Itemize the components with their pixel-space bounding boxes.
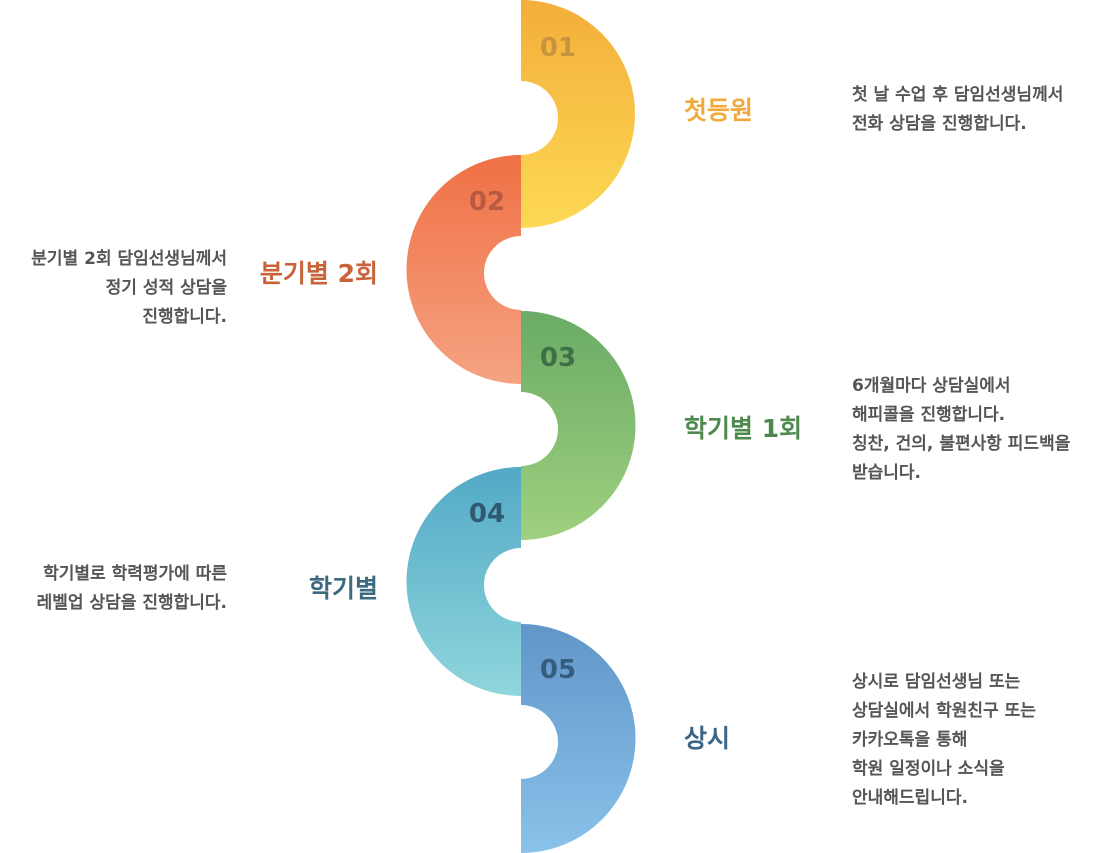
desc-line: 학기별로 학력평가에 따른 (43, 564, 227, 584)
step-desc-01: 첫 날 수업 후 담임선생님께서 전화 상담을 진행합니다. (852, 81, 1063, 139)
desc-line: 칭찬, 건의, 불편사항 피드백을 (852, 434, 1071, 454)
step-title-03: 학기별 1회 (684, 414, 803, 443)
step-number-04: 04 (469, 499, 505, 529)
desc-line: 전화 상담을 진행합니다. (852, 114, 1027, 134)
segment-01 (521, 0, 635, 228)
step-desc-04: 학기별로 학력평가에 따른 레벨업 상담을 진행합니다. (37, 560, 227, 618)
desc-line: 6개월마다 상담실에서 (852, 376, 1011, 396)
desc-line: 상시로 담임선생님 또는 (852, 672, 1021, 692)
step-number-03: 03 (540, 343, 576, 373)
desc-line: 안내해드립니다. (852, 788, 968, 808)
step-title-02: 분기별 2회 (259, 259, 378, 288)
desc-line: 해피콜을 진행합니다. (852, 405, 1006, 425)
segment-05 (521, 624, 636, 853)
desc-line: 상담실에서 학원친구 또는 (852, 701, 1036, 721)
desc-line: 진행합니다. (142, 307, 227, 327)
desc-line: 첫 날 수업 후 담임선생님께서 (852, 85, 1064, 105)
desc-line: 분기별 2회 담임선생님께서 (31, 249, 227, 269)
segment-02 (406, 155, 521, 384)
step-title-01: 첫등원 (684, 96, 754, 125)
step-desc-03: 6개월마다 상담실에서 해피콜을 진행합니다. 칭찬, 건의, 불편사항 피드백… (852, 372, 1070, 488)
desc-line: 카카오톡을 통해 (852, 730, 968, 750)
step-title-05: 상시 (684, 724, 731, 753)
desc-line: 학원 일정이나 소식을 (852, 759, 1005, 779)
desc-line: 정기 성적 상담을 (105, 278, 227, 298)
step-desc-05: 상시로 담임선생님 또는 상담실에서 학원친구 또는 카카오톡을 통해 학원 일… (852, 668, 1036, 813)
segment-04 (406, 467, 521, 696)
desc-line: 받습니다. (852, 463, 922, 483)
step-desc-02: 분기별 2회 담임선생님께서 정기 성적 상담을 진행합니다. (31, 245, 227, 332)
desc-line: 레벨업 상담을 진행합니다. (36, 593, 227, 613)
step-number-05: 05 (540, 655, 576, 685)
step-number-01: 01 (540, 33, 576, 63)
segment-03 (521, 311, 636, 540)
step-title-04: 학기별 (308, 574, 378, 603)
step-number-02: 02 (469, 187, 505, 217)
